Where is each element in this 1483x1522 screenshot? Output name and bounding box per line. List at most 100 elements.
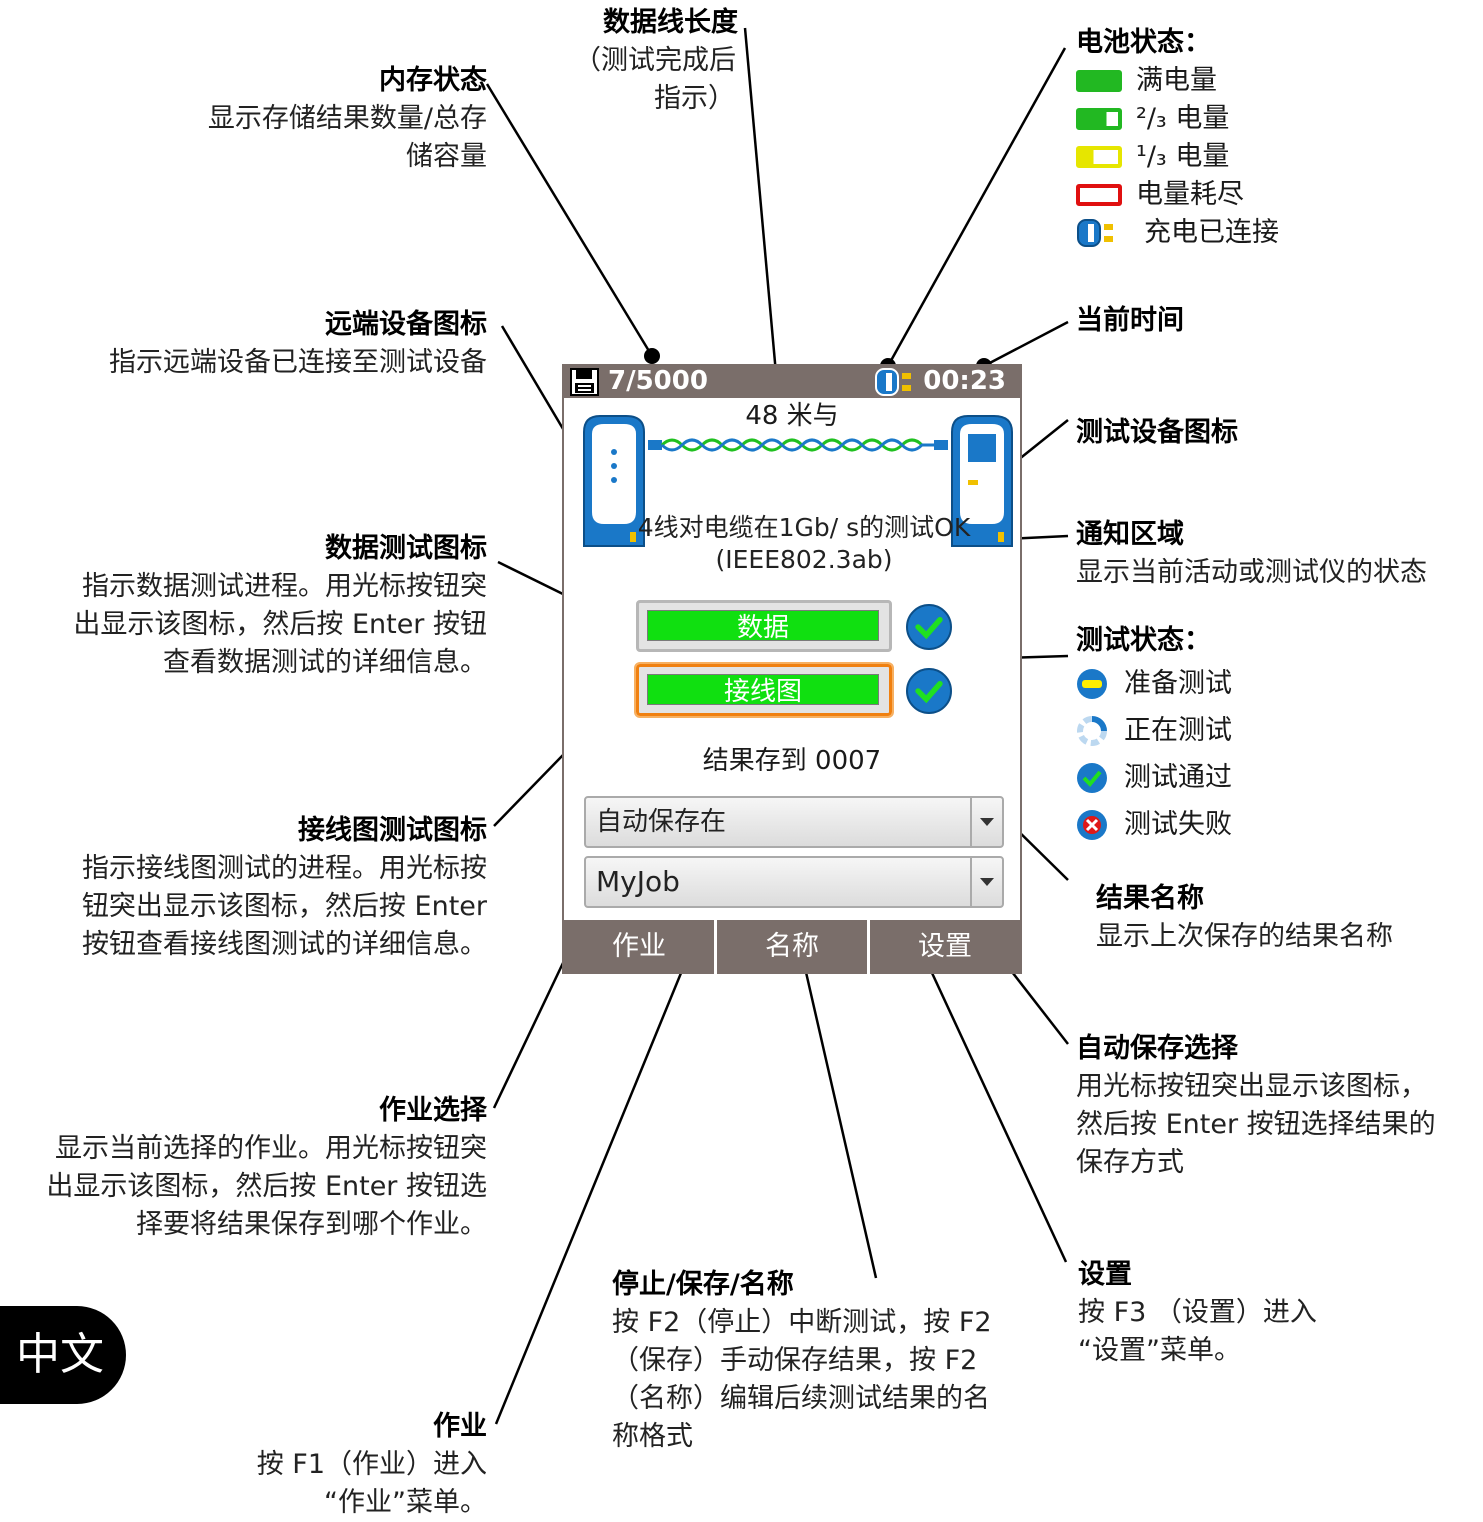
cable-graphic <box>648 438 948 452</box>
battery-two-thirds-icon <box>1076 108 1122 130</box>
job-value: MyJob <box>596 865 680 898</box>
notification-title: 通知区域 <box>1076 519 1184 550</box>
result-name-annotation: 结果名称 显示上次保存的结果名称 <box>1096 880 1456 956</box>
setup-title: 设置 <box>1078 1259 1132 1290</box>
battery-status-title: 电池状态： <box>1076 27 1211 58</box>
test-status-annotation: 测试状态： 准备测试 正在测试 测试通过 测试失败 <box>1076 622 1376 848</box>
result-name-title: 结果名称 <box>1096 883 1204 914</box>
ready-icon <box>1077 668 1107 699</box>
setup-desc: 按 F3 （设置）进入 <box>1078 1297 1317 1328</box>
battery-status-annotation: 电池状态： 满电量 ²/₃ 电量 ¹/₃ 电量 电量耗尽 充电已连接 <box>1076 24 1376 252</box>
job-desc: “作业”菜单。 <box>324 1487 487 1518</box>
language-tab: 中文 <box>0 1306 126 1404</box>
stop-save-name-desc: 称格式 <box>612 1421 693 1452</box>
remote-icon-title: 远端设备图标 <box>325 309 487 340</box>
result-name-desc: 显示上次保存的结果名称 <box>1096 921 1393 952</box>
current-time: 00:23 <box>923 366 1006 396</box>
autosave-annotation: 自动保存选择 用光标按钮突出显示该图标， 然后按 Enter 按钮选择结果的 保… <box>1076 1030 1476 1182</box>
fail-icon <box>1077 809 1107 840</box>
battery-full-icon <box>1076 70 1122 92</box>
data-test-annotation: 数据测试图标 指示数据测试进程。用光标按钮突 出显示该图标，然后按 Enter … <box>17 530 487 682</box>
wiremap-pass-check-icon <box>906 668 952 714</box>
battery-one-third-icon <box>1076 146 1122 168</box>
memory-card-icon <box>570 368 599 396</box>
wiremap-test-button[interactable]: 接线图 <box>634 662 894 718</box>
chevron-down-icon[interactable] <box>970 798 1002 846</box>
battery-legend-item: ²/₃ 电量 <box>1076 100 1376 138</box>
status-bar: 7/5000 00:23 <box>564 364 1020 398</box>
memory-count: 7/5000 <box>608 366 708 396</box>
status-legend-item: 正在测试 <box>1076 707 1376 754</box>
wiremap-test-desc: 按钮查看接线图测试的详细信息。 <box>82 929 487 960</box>
setup-desc: “设置”菜单。 <box>1078 1335 1241 1366</box>
current-time-annotation: 当前时间 <box>1076 302 1376 340</box>
wiremap-test-desc: 指示接线图测试的进程。用光标按 <box>82 853 487 884</box>
data-test-title: 数据测试图标 <box>325 533 487 564</box>
battery-legend-item: 充电已连接 <box>1076 214 1376 252</box>
job-dropdown[interactable]: MyJob <box>584 856 1004 908</box>
battery-legend-item: ¹/₃ 电量 <box>1076 138 1376 176</box>
job-desc: 按 F1（作业）进入 <box>256 1449 487 1480</box>
wiremap-test-desc: 钮突出显示该图标，然后按 Enter <box>81 891 487 922</box>
job-select-desc: 出显示该图标，然后按 Enter 按钮选 <box>46 1171 487 1202</box>
data-test-desc: 出显示该图标，然后按 Enter 按钮 <box>73 609 487 640</box>
pass-icon <box>1077 762 1107 793</box>
saved-result-text: 结果存到 0007 <box>702 746 882 776</box>
notification-area: 4线对电缆在1Gb/ s的测试OK (IEEE802.3ab) <box>637 513 971 574</box>
softkey-job[interactable]: 作业 <box>564 920 717 974</box>
tester-screen: 7/5000 00:23 48 米与 4线对电缆在1Gb/ s的测试OK (IE… <box>562 364 1022 974</box>
stop-save-name-annotation: 停止/保存/名称 按 F2（停止）中断测试，按 F2 （保存）手动保存结果，按 … <box>612 1266 1032 1456</box>
memory-status-desc: 显示存储结果数量/总存 <box>207 103 487 134</box>
wiremap-test-annotation: 接线图测试图标 指示接线图测试的进程。用光标按 钮突出显示该图标，然后按 Ent… <box>17 812 487 964</box>
stop-save-name-desc: 按 F2（停止）中断测试，按 F2 <box>612 1307 992 1338</box>
job-select-title: 作业选择 <box>379 1095 487 1126</box>
autosave-dropdown[interactable]: 自动保存在 <box>584 796 1004 848</box>
charger-icon <box>875 368 911 396</box>
status-legend-item: 测试失败 <box>1076 801 1376 848</box>
autosave-desc: 然后按 Enter 按钮选择结果的 <box>1076 1109 1436 1140</box>
charger-icon <box>1077 219 1113 247</box>
notification-desc: 显示当前活动或测试仪的状态 <box>1076 557 1427 588</box>
job-annotation: 作业 按 F1（作业）进入 “作业”菜单。 <box>187 1408 487 1522</box>
testing-icon <box>1077 715 1107 746</box>
battery-empty-icon <box>1076 184 1122 206</box>
remote-icon-desc: 指示远端设备已连接至测试设备 <box>109 347 487 378</box>
memory-status-desc: 储容量 <box>406 141 487 172</box>
memory-status-title: 内存状态 <box>379 65 487 96</box>
data-test-desc: 指示数据测试进程。用光标按钮突 <box>82 571 487 602</box>
tester-icon-title: 测试设备图标 <box>1076 417 1238 448</box>
data-test-button[interactable]: 数据 <box>636 600 892 652</box>
cable-length-desc: 指示） <box>654 83 735 114</box>
tester-device-icon[interactable] <box>946 412 1018 552</box>
job-select-annotation: 作业选择 显示当前选择的作业。用光标按钮突 出显示该图标，然后按 Enter 按… <box>1 1092 487 1244</box>
softkey-name[interactable]: 名称 <box>717 920 870 974</box>
remote-device-icon[interactable] <box>578 412 650 552</box>
tester-icon-annotation: 测试设备图标 <box>1076 414 1376 452</box>
current-time-title: 当前时间 <box>1076 305 1184 336</box>
stop-save-name-desc: （名称）编辑后续测试结果的名 <box>612 1383 990 1414</box>
wiremap-test-label: 接线图 <box>647 674 879 707</box>
stop-save-name-desc: （保存）手动保存结果，按 F2 <box>612 1345 978 1376</box>
autosave-desc: 保存方式 <box>1076 1147 1184 1178</box>
autosave-desc: 用光标按钮突出显示该图标， <box>1076 1071 1427 1102</box>
cable-length-title: 数据线长度 <box>603 7 738 38</box>
wiremap-test-title: 接线图测试图标 <box>298 815 487 846</box>
remote-icon-annotation: 远端设备图标 指示远端设备已连接至测试设备 <box>27 306 487 382</box>
autosave-value: 自动保存在 <box>596 807 727 837</box>
setup-annotation: 设置 按 F3 （设置）进入 “设置”菜单。 <box>1078 1256 1438 1370</box>
data-pass-check-icon <box>906 604 952 650</box>
status-legend-item: 准备测试 <box>1076 660 1376 707</box>
autosave-title: 自动保存选择 <box>1076 1033 1238 1064</box>
battery-legend-item: 满电量 <box>1076 62 1376 100</box>
data-test-label: 数据 <box>647 610 879 643</box>
cable-length-label: 48 米与 <box>745 401 839 431</box>
cable-length-desc: （测试完成后 <box>574 45 736 76</box>
data-test-desc: 查看数据测试的详细信息。 <box>163 647 487 678</box>
softkey-setup[interactable]: 设置 <box>918 931 972 962</box>
notification-annotation: 通知区域 显示当前活动或测试仪的状态 <box>1076 516 1476 592</box>
chevron-down-icon[interactable] <box>970 858 1002 906</box>
memory-status-annotation: 内存状态 显示存储结果数量/总存 储容量 <box>47 62 487 176</box>
stop-save-name-title: 停止/保存/名称 <box>612 1269 794 1300</box>
job-select-desc: 择要将结果保存到哪个作业。 <box>136 1209 487 1240</box>
status-legend-item: 测试通过 <box>1076 754 1376 801</box>
